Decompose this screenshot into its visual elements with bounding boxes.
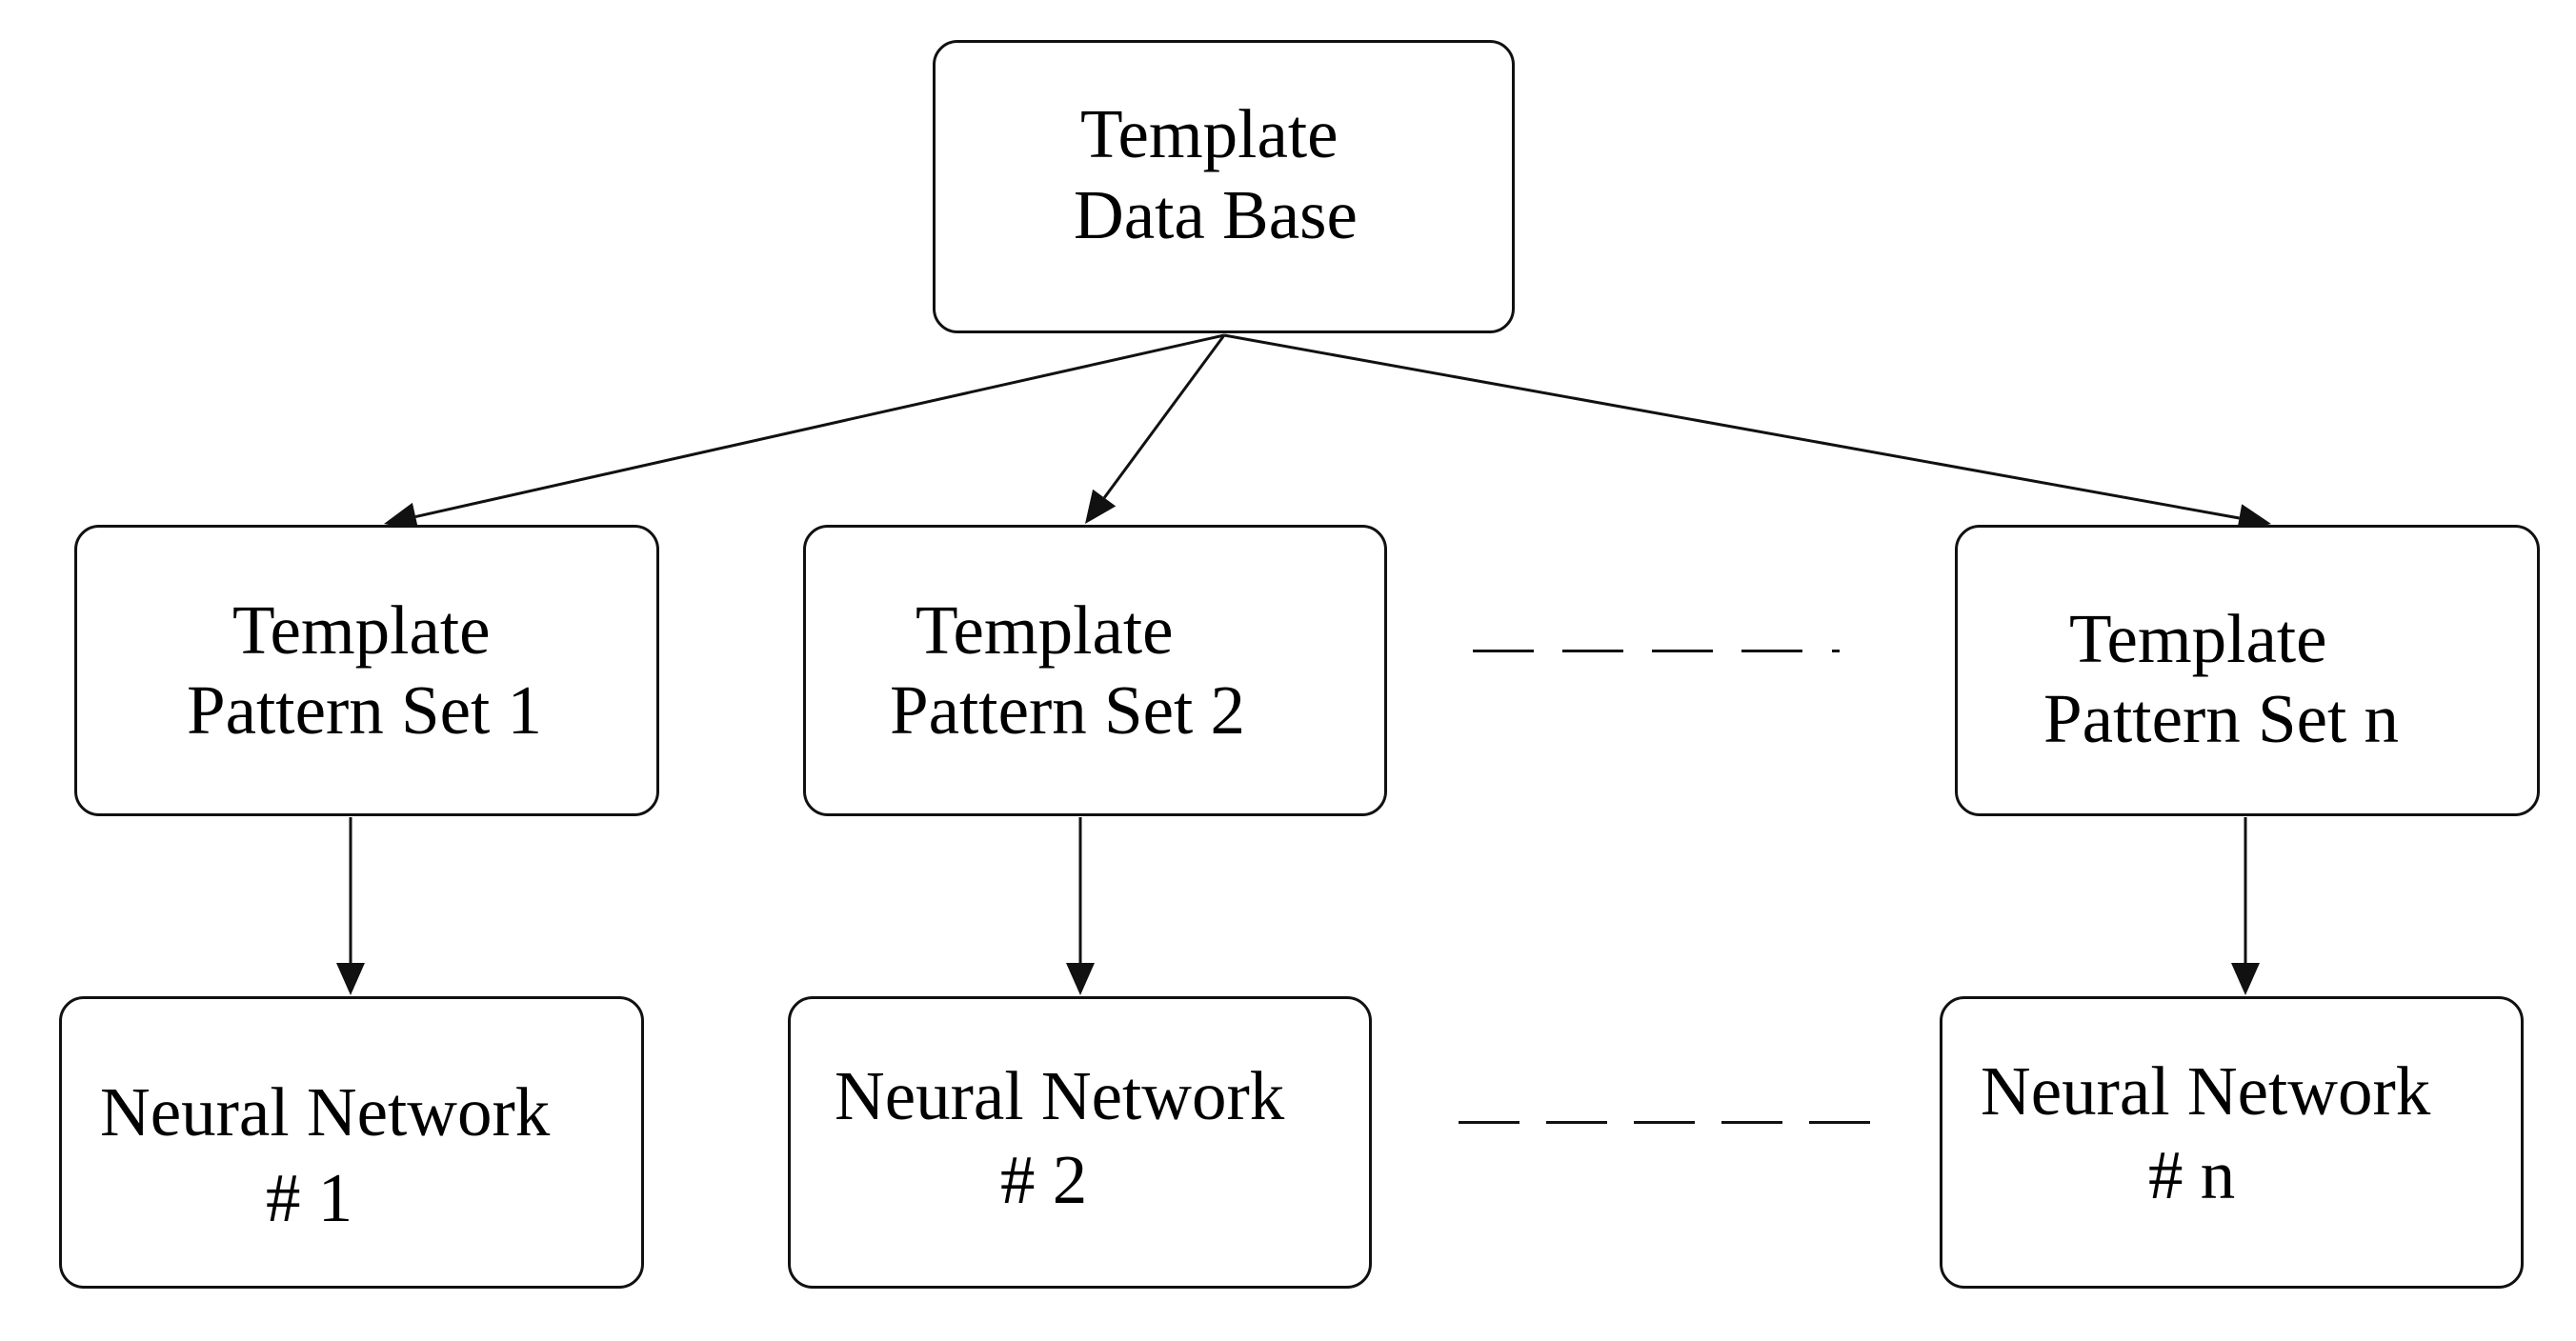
node-neural-network-2-line-1: Neural Network [835,1057,1285,1134]
arrowhead-ps2-to-nn2 [1066,963,1095,995]
node-template-pattern-set-2-line-2: Pattern Set 2 [890,671,1246,749]
node-neural-network-1: Neural Network # 1 [59,996,644,1289]
node-template-pattern-set-n-line-2: Pattern Set n [2043,680,2400,757]
node-neural-network-1-line-1: Neural Network [100,1073,551,1151]
edge-db-to-ps1 [414,333,1225,519]
arrowhead-psn-to-nnn [2231,963,2260,995]
edge-db-to-psn [1223,333,2240,520]
node-neural-network-1-line-2: # 1 [266,1159,353,1236]
node-neural-network-2-line-2: # 2 [1000,1141,1088,1218]
node-template-database: Template Data Base [933,40,1515,333]
node-neural-network-n-line-2: # n [2148,1136,2236,1213]
node-neural-network-n: Neural Network # n [1940,996,2524,1289]
node-template-database-line-1: Template [1080,95,1338,172]
node-template-pattern-set-1: Template Pattern Set 1 [74,525,659,816]
arrowhead-ps1-to-nn1 [336,963,365,995]
node-template-pattern-set-2: Template Pattern Set 2 [803,525,1387,816]
arrowhead-db-to-ps2 [1085,489,1117,524]
arrowhead-db-to-ps1 [384,502,419,531]
node-template-pattern-set-n-line-1: Template [2069,600,2327,677]
node-template-pattern-set-1-line-1: Template [232,591,491,669]
node-template-pattern-set-2-line-1: Template [916,591,1174,669]
ellipsis-between-pattern-sets [1473,650,1840,652]
node-template-pattern-set-n: Template Pattern Set n [1955,525,2540,816]
node-neural-network-n-line-1: Neural Network [1981,1052,2431,1130]
node-neural-network-2: Neural Network # 2 [788,996,1372,1289]
node-template-database-line-2: Data Base [1074,176,1358,253]
edge-db-to-ps2 [1102,334,1226,499]
ellipsis-between-networks [1459,1121,1872,1124]
node-template-pattern-set-1-line-2: Pattern Set 1 [187,671,543,749]
